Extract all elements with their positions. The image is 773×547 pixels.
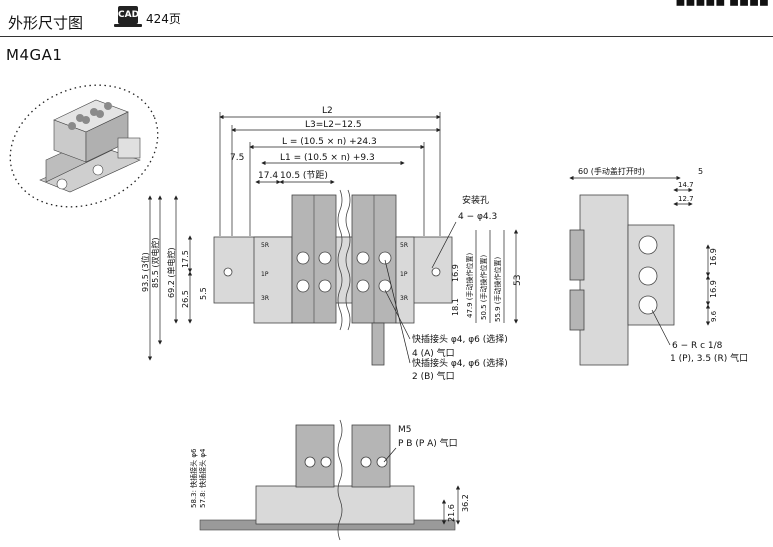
dim-l: L = (10.5 × n) +24.3 <box>282 137 377 147</box>
dim-58-3: 58.3: 快插接头 φ6 <box>189 448 198 508</box>
mount-hole-label: 安装孔 <box>462 194 489 206</box>
dim-93-5: 93.5 (3位) <box>140 252 150 292</box>
left-end-plate <box>253 236 293 324</box>
cad-icon[interactable]: CAD <box>118 6 139 24</box>
port-label: 5R <box>400 242 408 249</box>
dim-50-5: 50.5 (手动操作位置) <box>479 254 488 320</box>
model-title: M4GA1 <box>6 46 63 64</box>
dim-47-9: 47.9 (手动操作位置) <box>465 252 474 318</box>
dim-57-8: 57.8: 快插接头 φ4 <box>198 448 207 508</box>
dim-21-6: 21.6 <box>447 504 456 522</box>
dim-26-5: 26.5 <box>181 290 190 308</box>
port-label: 3R <box>261 295 269 302</box>
dim-18-1: 18.1 <box>451 298 460 316</box>
port-label: 3R <box>400 295 408 302</box>
callout-port-a: 4 (A) 气口 <box>412 347 455 359</box>
callout-fitting-a: 快插接头 φ4, φ6 (选择) <box>412 333 508 345</box>
dim-16-9: 16.9 <box>451 264 460 282</box>
dim-5-5: 5.5 <box>199 287 208 300</box>
dim-16-9-a: 16.9 <box>709 248 718 266</box>
dim-l2: L2 <box>322 106 333 116</box>
mounting-hole-icon <box>431 267 441 277</box>
page-reference: 424页 <box>146 12 181 26</box>
dim-17-4: 17.4 <box>258 171 278 181</box>
dim-5: 5 <box>698 167 703 176</box>
dim-16-9-b: 16.9 <box>709 280 718 298</box>
port-label: 1P <box>261 271 269 278</box>
side-view: 60 (手动盖打开时) 5 14.7 12.7 16.9 16.9 9.6 6 … <box>569 166 748 366</box>
right-end-plate <box>395 236 415 324</box>
dim-l1: L1 = (10.5 × n) +9.3 <box>280 153 375 163</box>
dim-17-5: 17.5 <box>181 250 190 268</box>
page-header-fragment: ◼◼◼◼◼ ◼◼◼◼ <box>675 0 769 8</box>
dim-36-2: 36.2 <box>461 494 470 512</box>
dim-12-7: 12.7 <box>678 195 694 203</box>
port-label: 1P <box>400 271 408 278</box>
cad-icon-base <box>114 24 142 27</box>
valve-side-body <box>579 194 629 366</box>
top-view: 5R 1P 3R 5R 1P 3R L2 L3=L2−12.5 L = (10.… <box>140 106 523 382</box>
dim-69-2: 69.2 (单电控) <box>166 247 176 298</box>
pb-pa-port-label: P B (P A) 气口 <box>398 437 458 449</box>
dim-pitch: 10.5 (节距) <box>280 170 328 181</box>
dim-55-9: 55.9 (手动操作位置) <box>493 256 502 322</box>
mount-hole-spec: 4 − φ4.3 <box>458 212 497 222</box>
dim-l3: L3=L2−12.5 <box>305 120 362 130</box>
m5-label: M5 <box>398 425 412 435</box>
header-divider <box>0 36 773 37</box>
callout-rc-ports: 6 − R c 1/8 <box>672 341 723 351</box>
front-view: M5 P B (P A) 气口 58.3: 快插接头 φ6 57.8: 快插接头… <box>189 419 470 541</box>
dim-85-5: 85.5 (双电控) <box>150 237 160 288</box>
dim-60: 60 (手动盖打开时) <box>578 166 645 176</box>
dim-14-7: 14.7 <box>678 181 694 189</box>
callout-fitting-b: 快插接头 φ4, φ6 (选择) <box>412 357 508 369</box>
dim-7-5: 7.5 <box>230 153 244 163</box>
mounting-hole-icon <box>223 267 233 277</box>
dim-9-6: 9.6 <box>710 310 718 322</box>
section-title: 外形尺寸图 <box>8 14 84 32</box>
callout-port-b: 2 (B) 气口 <box>412 370 455 382</box>
manifold-front <box>255 485 415 525</box>
dim-53: 53 <box>513 275 523 286</box>
isometric-illustration <box>9 84 159 208</box>
callout-p-r-ports: 1 (P), 3.5 (R) 气口 <box>670 352 748 364</box>
port-label: 5R <box>261 242 269 249</box>
